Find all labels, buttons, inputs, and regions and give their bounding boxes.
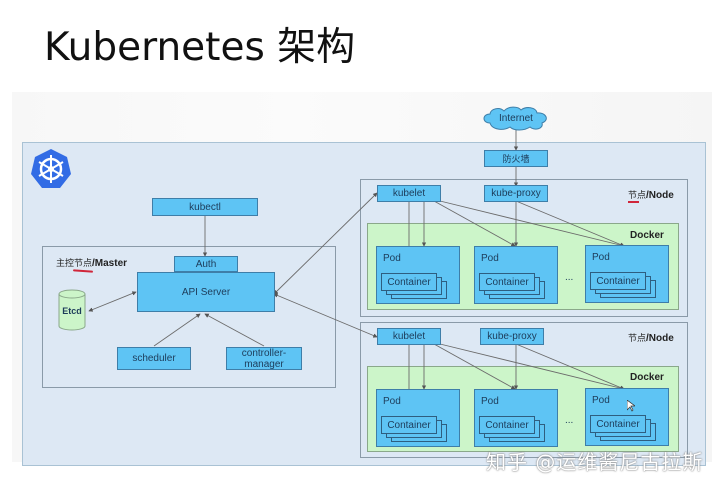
scheduler-box: scheduler <box>117 347 191 370</box>
node-label-2: 节点/Node <box>628 331 674 344</box>
master-label-cn: 主控节点 <box>56 259 93 269</box>
ellipsis-node1: ... <box>565 272 574 283</box>
kube-proxy-box-node2: kube-proxy <box>480 328 544 345</box>
watermark: 知乎 @运维酱尼古拉斯 <box>486 450 704 474</box>
pod-label: Pod <box>592 252 610 263</box>
docker-label-2: Docker <box>630 372 664 383</box>
annotation-underline-node <box>628 201 639 203</box>
docker-label-1: Docker <box>630 230 664 241</box>
page-title: Kubernetes 架构 <box>44 25 356 70</box>
pod-label: Pod <box>481 253 499 264</box>
container-box: Container <box>479 273 535 291</box>
internet-label: Internet <box>499 112 533 124</box>
pod-label: Pod <box>383 396 401 407</box>
master-label: 主控节点/Master <box>56 256 127 269</box>
pod-label: Pod <box>383 253 401 264</box>
container-box: Container <box>590 272 646 290</box>
api-server-box: API Server <box>137 272 275 312</box>
node-label-1: 节点/Node <box>628 188 674 201</box>
pod-label: Pod <box>481 396 499 407</box>
pod-node1-3: Pod Container <box>585 245 669 303</box>
container-label: Container <box>387 276 431 288</box>
mouse-cursor-icon <box>626 399 637 412</box>
pod-label: Pod <box>592 395 610 406</box>
etcd-cylinder: Etcd <box>58 289 86 331</box>
container-label: Container <box>387 419 431 431</box>
pod-node1-1: Pod Container <box>376 246 460 304</box>
ellipsis-node2: ... <box>565 415 574 426</box>
firewall-box: 防火墙 <box>484 150 548 167</box>
master-label-en: /Master <box>92 258 128 269</box>
node-label-cn: 节点 <box>628 191 647 201</box>
etcd-label: Etcd <box>62 306 82 316</box>
container-label: Container <box>596 418 640 430</box>
internet-cloud: Internet <box>480 105 552 131</box>
container-box: Container <box>479 416 535 434</box>
kubectl-box: kubectl <box>152 198 258 216</box>
container-box: Container <box>590 415 646 433</box>
kubelet-box-node2: kubelet <box>377 328 441 345</box>
controller-manager-box: controller-manager <box>226 347 302 370</box>
container-box: Container <box>381 273 437 291</box>
node-label-en: /Node <box>646 190 674 201</box>
auth-box: Auth <box>174 256 238 272</box>
kubelet-box-node1: kubelet <box>377 185 441 202</box>
container-label: Container <box>485 276 529 288</box>
container-box: Container <box>381 416 437 434</box>
container-label: Container <box>596 275 640 287</box>
pod-node2-3: Pod Container <box>585 388 669 446</box>
kubernetes-logo-icon <box>30 148 72 190</box>
node-label-cn: 节点 <box>628 334 647 344</box>
node-frame-2 <box>360 322 688 458</box>
pod-node2-2: Pod Container <box>474 389 558 447</box>
kube-proxy-box-node1: kube-proxy <box>484 185 548 202</box>
pod-node2-1: Pod Container <box>376 389 460 447</box>
pod-node1-2: Pod Container <box>474 246 558 304</box>
node-label-en: /Node <box>646 333 674 344</box>
container-label: Container <box>485 419 529 431</box>
